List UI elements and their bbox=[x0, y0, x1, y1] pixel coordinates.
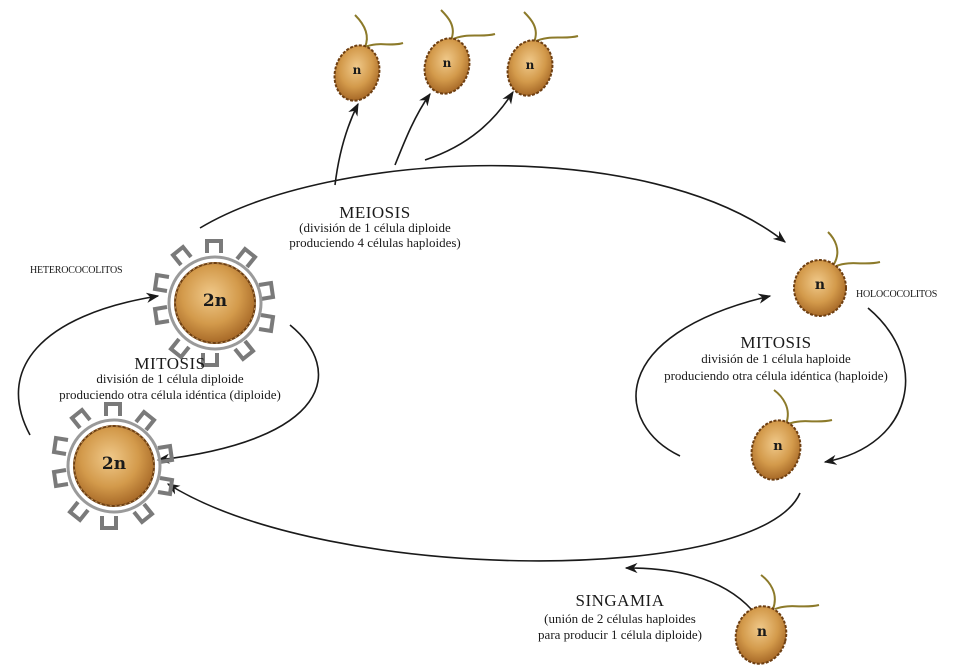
meiosis-branch-arrow-2 bbox=[394, 92, 431, 166]
singamia-return-arrow bbox=[166, 483, 801, 562]
haploid-cell-meiosis-3 bbox=[506, 11, 579, 97]
mitosis-haploid-title: MITOSIS bbox=[740, 333, 812, 352]
mitosis-haploid-arrow-down bbox=[823, 307, 907, 465]
haploid-cell-holococcolith-upper bbox=[793, 231, 881, 317]
ploidy-label-haploid-2: n bbox=[442, 56, 452, 70]
ploidy-label-haploid-singamia: n bbox=[756, 624, 768, 640]
diploid-cell-heterococcolith-lower bbox=[51, 402, 175, 530]
singamia-incoming-arrow bbox=[624, 562, 753, 611]
mitosis-diploid-title: MITOSIS bbox=[134, 354, 206, 373]
meiosis-title: MEIOSIS bbox=[339, 203, 411, 222]
singamia-title: SINGAMIA bbox=[575, 591, 665, 610]
mitosis-diploid-description-line-1: división de 1 célula diploide bbox=[96, 371, 244, 386]
meiosis-description-line-2: produciendo 4 células haploides) bbox=[289, 235, 461, 250]
mitosis-haploid-description-line-1: división de 1 célula haploide bbox=[701, 351, 851, 366]
meiosis-branch-arrow-3 bbox=[424, 90, 514, 161]
meiosis-arrow bbox=[199, 164, 787, 243]
ploidy-label-diploid-lower: 2n bbox=[101, 454, 127, 474]
mitosis-diploid-arrow-down bbox=[156, 324, 320, 464]
singamia-description-line-1: (unión de 2 células haploides bbox=[544, 611, 696, 626]
heterococolitos-label: HETEROCOCOLITOS bbox=[30, 265, 123, 276]
haploid-cell-holococcolith-lower bbox=[750, 389, 833, 481]
haploid-cell-meiosis-2 bbox=[423, 9, 496, 95]
singamia-description-line-2: para producir 1 célula diploide) bbox=[538, 627, 702, 642]
mitosis-haploid-description-line-2: produciendo otra célula idéntica (haploi… bbox=[664, 368, 888, 383]
mitosis-haploid-arrow-up bbox=[635, 293, 772, 457]
haploid-cell-singamia bbox=[734, 574, 820, 665]
meiosis-branch-arrow-1 bbox=[334, 102, 359, 186]
ploidy-label-haploid-1: n bbox=[352, 63, 362, 77]
ploidy-label-diploid-upper: 2n bbox=[202, 291, 228, 311]
meiosis-description-line-1: (división de 1 célula diploide bbox=[299, 220, 451, 235]
haploid-cell-meiosis-1 bbox=[333, 14, 404, 102]
mitosis-diploid-description-line-2: produciendo otra célula idéntica (diploi… bbox=[59, 387, 281, 402]
ploidy-label-haploid-holo-lower: n bbox=[773, 439, 783, 454]
ploidy-label-haploid-3: n bbox=[525, 58, 535, 72]
diploid-cell-heterococcolith-upper bbox=[152, 239, 276, 367]
ploidy-label-haploid-holo-upper: n bbox=[814, 277, 826, 293]
holococolitos-label: HOLOCOCOLITOS bbox=[856, 289, 938, 300]
mitosis-diploid-arrow-up bbox=[17, 292, 160, 436]
